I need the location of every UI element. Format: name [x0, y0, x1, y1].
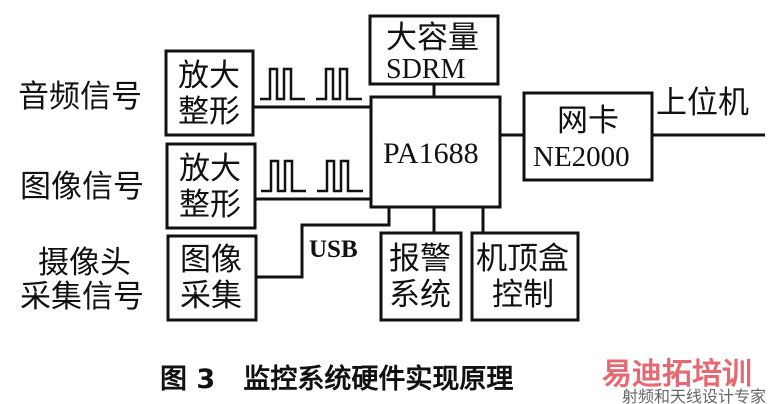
camera-label-line1: 摄像头	[38, 245, 131, 281]
watermark-brand: 易迪拓培训	[602, 357, 752, 392]
nic-line1: 网卡	[557, 103, 619, 139]
usb-line	[256, 207, 391, 279]
amp2-line2: 整形	[179, 187, 241, 223]
amp-shaper-box-2	[165, 142, 257, 230]
audio-signal-label: 音频信号	[18, 79, 142, 115]
figure-caption: 图 3 监控系统硬件实现原理	[160, 363, 513, 395]
alarm-line1: 报警	[389, 241, 451, 277]
amp2-line1: 放大	[179, 151, 241, 187]
alarm-system-box	[379, 231, 463, 322]
capture-line1: 图像	[180, 242, 242, 278]
set-top-box-control-box	[470, 231, 580, 322]
capture-line2: 采集	[180, 278, 242, 314]
amp-shaper-box-1	[164, 49, 255, 137]
sdram-line1: 大容量	[386, 20, 479, 56]
sdram-line2: SDRM	[386, 54, 465, 85]
host-label: 上位机	[656, 85, 749, 121]
nic-line2: NE2000	[533, 141, 630, 173]
cpu-label: PA1688	[383, 137, 479, 170]
stb-line1: 机顶盒	[476, 241, 569, 277]
image-signal-label: 图像信号	[20, 169, 144, 205]
watermark-subtitle: 射频和天线设计专家	[622, 387, 766, 404]
pulse-waveform-1	[260, 67, 362, 101]
alarm-line2: 系统	[389, 277, 451, 313]
camera-label-line2: 采集信号	[20, 279, 144, 315]
pulse-waveform-2	[261, 159, 363, 193]
amp1-line1: 放大	[178, 58, 240, 94]
stb-line2: 控制	[492, 277, 554, 313]
amp1-line2: 整形	[178, 94, 240, 130]
usb-label: USB	[309, 236, 358, 263]
